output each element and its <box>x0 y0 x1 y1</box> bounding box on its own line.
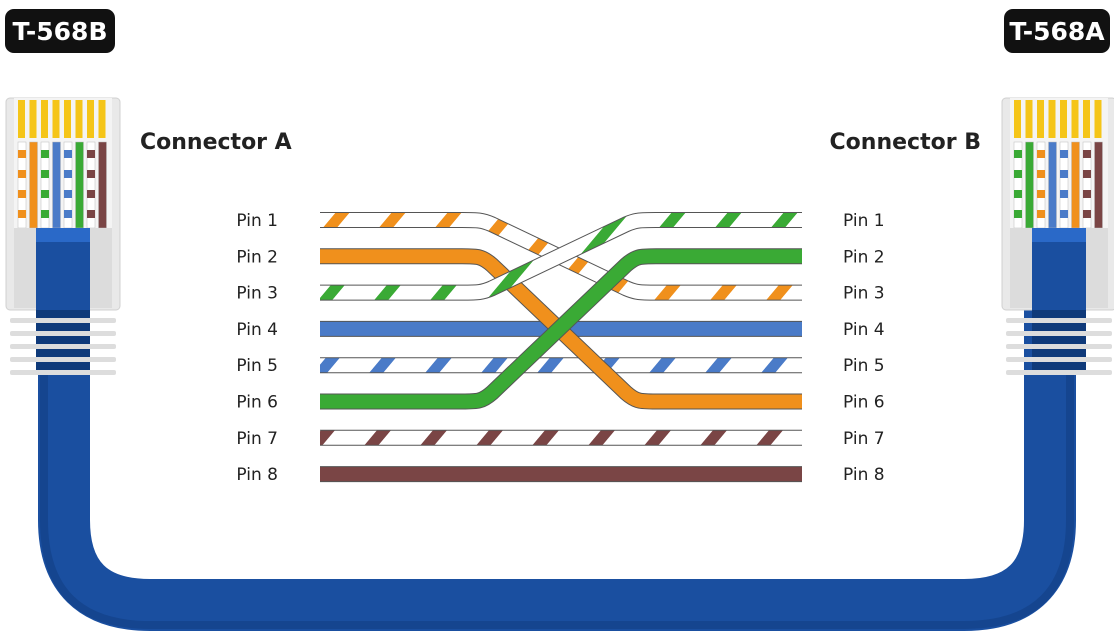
wire-white-green <box>320 212 802 301</box>
contact-pin <box>98 100 106 138</box>
pin-labels-right: Pin 1 Pin 2 Pin 3 Pin 4 Pin 5 Pin 6 Pin 7 Pin 8 <box>843 211 885 485</box>
pin-label-right-5: Pin 5 <box>843 356 885 376</box>
plug-wire-white-brown <box>1082 141 1092 229</box>
connector-title-left: Connector A <box>140 130 292 155</box>
pin-label-left-2: Pin 2 <box>236 247 278 267</box>
contact-pin <box>1037 100 1044 138</box>
plug-wire-white-orange <box>1036 141 1046 229</box>
pin-label-left-5: Pin 5 <box>236 356 278 376</box>
rj45-plug-right <box>1001 97 1114 375</box>
pin-label-right-8: Pin 8 <box>843 465 885 485</box>
plug-wire-white-orange <box>17 141 27 229</box>
plug-wire-blue <box>1048 141 1057 229</box>
contact-pin <box>1025 100 1033 138</box>
rj45-plug-left <box>5 97 121 375</box>
pin-label-right-2: Pin 2 <box>843 247 885 267</box>
plug-wire-orange <box>1071 141 1080 229</box>
cable-shade <box>40 300 1074 629</box>
pin-label-left-4: Pin 4 <box>236 320 278 340</box>
contact-pin <box>75 100 83 138</box>
plug-wire-blue <box>52 141 61 229</box>
contact-pin <box>1083 100 1090 138</box>
pin-label-left-8: Pin 8 <box>236 465 278 485</box>
standard-label-left: T-568B <box>13 17 108 46</box>
contact-pin <box>29 100 37 138</box>
connector-title-right: Connector B <box>830 130 981 155</box>
pin-labels-left: Pin 1 Pin 2 Pin 3 Pin 4 Pin 5 Pin 6 Pin 7 Pin 8 <box>236 211 278 485</box>
plug-wire-white-blue <box>63 141 73 229</box>
plug-wire-orange <box>29 141 38 229</box>
pin-label-left-6: Pin 6 <box>236 393 278 413</box>
plug-wire-green <box>75 141 84 229</box>
contact-pin <box>52 100 60 138</box>
contact-pin <box>1060 100 1067 138</box>
standard-badge-left: T-568B <box>5 9 115 53</box>
standard-badge-right: T-568A <box>1004 9 1110 53</box>
pin-label-right-7: Pin 7 <box>843 429 885 449</box>
plug-wire-white-green <box>1013 141 1023 229</box>
contact-pin <box>64 100 71 138</box>
wire-green <box>320 248 802 410</box>
plug-wire-white-blue <box>1059 141 1069 229</box>
plug-wire-white-brown <box>86 141 96 229</box>
pin-label-right-4: Pin 4 <box>843 320 885 340</box>
cable-body <box>38 300 1076 631</box>
pin-label-right-6: Pin 6 <box>843 393 885 413</box>
plug-wire-brown <box>1094 141 1103 229</box>
pin-label-left-1: Pin 1 <box>236 211 278 231</box>
pin-label-right-3: Pin 3 <box>843 284 885 304</box>
wire-map <box>320 212 802 483</box>
pin-label-left-3: Pin 3 <box>236 284 278 304</box>
standard-label-right: T-568A <box>1009 17 1105 46</box>
contact-pin <box>1014 100 1021 138</box>
contact-pin <box>1094 100 1102 138</box>
contact-pin <box>41 100 48 138</box>
contact-pin <box>18 100 25 138</box>
contact-pin <box>1071 100 1079 138</box>
plug-wire-white-green <box>40 141 50 229</box>
contact-pin <box>87 100 94 138</box>
pin-label-left-7: Pin 7 <box>236 429 278 449</box>
contact-pin <box>1048 100 1056 138</box>
pin-label-right-1: Pin 1 <box>843 211 885 231</box>
plug-wire-brown <box>98 141 107 229</box>
plug-wire-green <box>1025 141 1034 229</box>
